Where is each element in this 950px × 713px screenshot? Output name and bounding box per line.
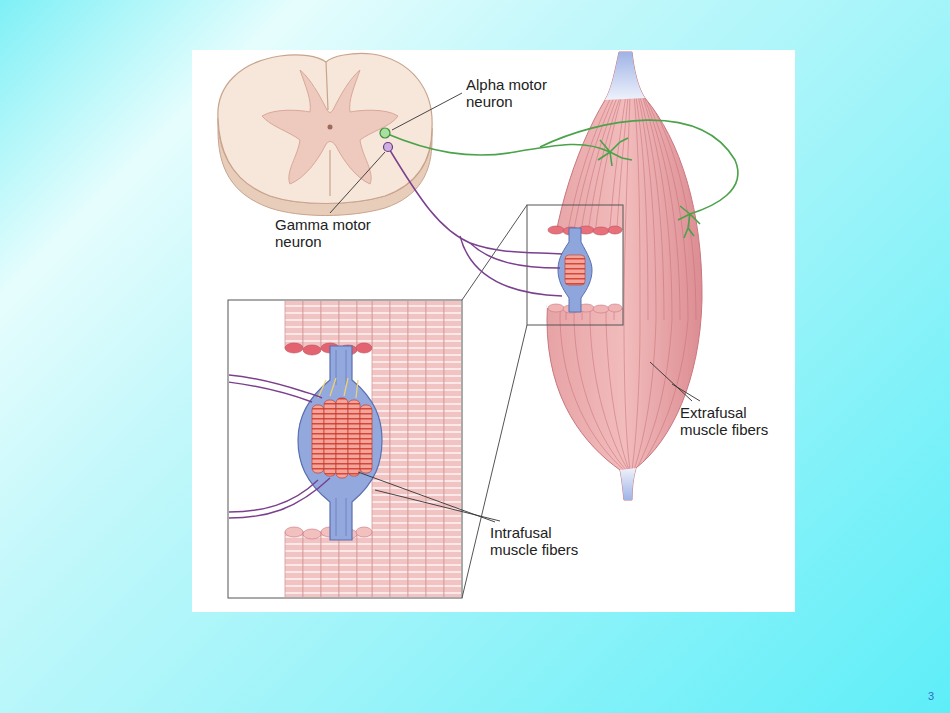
spindle-inset (229, 480, 318, 512)
neuron-bodies (384, 143, 393, 152)
gamma-motor-axon (388, 147, 562, 296)
spindle-cutaway (593, 227, 609, 235)
part-label: Gamma motor neuron (275, 216, 387, 250)
spindle-cutaway (527, 205, 623, 325)
muscle (624, 95, 630, 470)
spindle-inset (285, 301, 303, 348)
leader-lines (330, 93, 700, 522)
spinal-cord (326, 62, 328, 110)
spindle-inset (229, 382, 312, 402)
leader-lines (650, 362, 692, 401)
spindle-inset (303, 529, 321, 539)
spindle-inset (229, 375, 330, 518)
muscle (605, 52, 645, 100)
muscle (640, 97, 664, 320)
spindle-inset (285, 527, 303, 537)
spindle-inset (285, 343, 372, 355)
spindle-inset (285, 343, 303, 353)
spindle-inset (339, 532, 357, 597)
spindle-inset (318, 378, 358, 398)
spindle-inset (360, 405, 372, 473)
spindle-cutaway (608, 304, 622, 312)
spindle-inset (321, 301, 339, 348)
spindle-inset (444, 301, 461, 597)
spindle-inset (321, 532, 339, 597)
muscle (634, 95, 656, 470)
spindle-inset (408, 301, 426, 597)
spindle-inset (303, 301, 321, 348)
spindle-inset (348, 400, 360, 476)
muscle (649, 100, 696, 320)
spinal-cord (262, 70, 398, 184)
spindle-inset (285, 301, 461, 597)
spinal-cord (218, 53, 432, 203)
spindle-inset (303, 345, 321, 355)
slide-number: 3 (928, 690, 944, 703)
muscle (547, 52, 702, 500)
spindle-inset (228, 300, 462, 598)
muscle (620, 468, 636, 500)
spindle-inset (356, 527, 372, 537)
spindle-inset (324, 400, 336, 476)
spindle-cutaway (558, 228, 592, 312)
gamma-motor-axon (470, 243, 560, 268)
spinal-cord (328, 125, 333, 130)
spindle-inset (336, 398, 348, 478)
leader-lines (392, 93, 462, 130)
spindle-inset (229, 375, 322, 398)
spindle-inset (312, 398, 372, 478)
spindle-cutaway (548, 304, 564, 312)
muscle (636, 97, 648, 320)
spindle-inset (228, 300, 462, 602)
leader-lines (330, 152, 385, 213)
spindle-cutaway (548, 226, 564, 234)
spindle-inset (426, 301, 444, 597)
alpha-motor-axon (678, 206, 700, 238)
neuron-bodies (380, 128, 393, 152)
white-panel (192, 50, 795, 612)
spindle-inset (357, 532, 372, 597)
gamma-motor-axon (460, 236, 562, 296)
alpha-motor-axon (598, 138, 632, 166)
leader-lines (375, 490, 500, 521)
part-label: Intrafusal muscle fibers (490, 524, 598, 558)
part-label: Alpha motor neuron (466, 76, 571, 110)
spindle-inset (298, 346, 382, 540)
muscle (632, 95, 640, 470)
muscle (547, 52, 702, 500)
muscle (560, 95, 696, 470)
spindle-inset (229, 478, 330, 518)
spindle-inset (229, 301, 461, 597)
spindle-inset (339, 301, 357, 348)
white-panel (192, 50, 795, 612)
neuron-bodies (380, 128, 390, 138)
spinal-cord (218, 53, 432, 215)
leader-lines (672, 384, 700, 401)
part-label: Extrafusal muscle fibers (680, 404, 790, 438)
spindle-inset (303, 532, 321, 597)
spindle-cutaway (527, 205, 623, 325)
spindle-cutaway (593, 305, 609, 313)
spindle-cutaway (548, 226, 622, 313)
spindle-inset (285, 527, 372, 539)
spindle-inset (312, 405, 324, 473)
spindle-inset (285, 532, 303, 597)
spindle-inset (390, 301, 408, 597)
alpha-motor-axon (385, 133, 610, 155)
spindle-cutaway (565, 255, 585, 285)
gamma-motor-axon (388, 147, 562, 254)
spindle-inset (318, 378, 358, 398)
spinal-cord (329, 150, 330, 196)
spindle-cutaway (608, 226, 622, 234)
muscle (644, 97, 680, 320)
alpha-motor-axon (540, 120, 738, 214)
spindle-inset (356, 343, 372, 353)
spindle-inset (357, 301, 372, 348)
